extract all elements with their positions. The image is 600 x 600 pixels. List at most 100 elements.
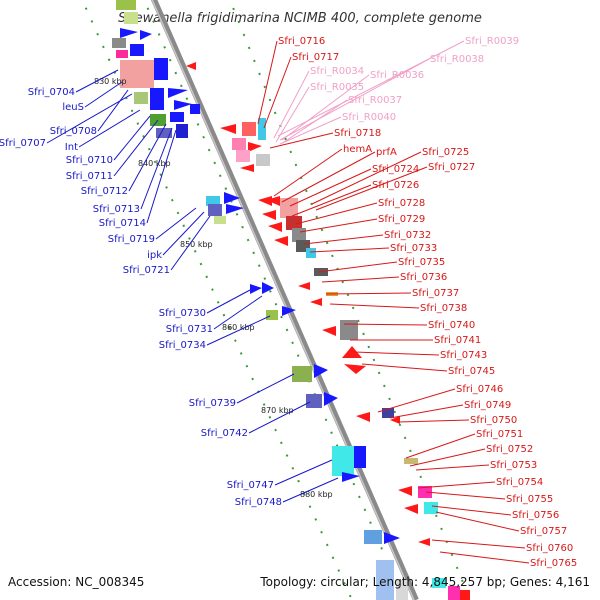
leader-line	[274, 459, 333, 486]
leader-line	[343, 323, 428, 326]
kbp-label: 850 kbp	[180, 240, 213, 249]
gene-label: Sfri_0751	[476, 429, 523, 440]
leader-line	[281, 151, 376, 203]
leader-line	[257, 40, 278, 125]
right-gene-labels: Sfri_0716Sfri_0717Sfri_R0039Sfri_R0038Sf…	[278, 36, 577, 569]
leader-line	[295, 202, 378, 225]
gene-label: Sfri_0754	[496, 477, 543, 488]
gene-label: Sfri_0729	[378, 214, 425, 225]
gene-label: Sfri_0749	[464, 400, 511, 411]
gene-label: Sfri_R0037	[348, 95, 402, 106]
kbp-label: 870 kbp	[261, 406, 294, 415]
leader-line	[291, 184, 372, 217]
leader-line	[248, 401, 311, 434]
gene-label: Sfri_0742	[201, 428, 248, 439]
leader-line	[213, 295, 263, 330]
topology-text: Topology: circular; Length: 4,845,257 bp…	[259, 575, 590, 589]
gene-label: Sfri_0728	[378, 198, 425, 209]
gene-label: Sfri_0738	[420, 303, 467, 314]
gene-label: Sfri_0718	[334, 128, 381, 139]
gene-label: Sfri_0708	[50, 126, 97, 137]
leader-line	[321, 276, 400, 283]
leader-line	[317, 261, 398, 273]
gene-label: Sfri_0760	[526, 543, 573, 554]
gene-label: Sfri_0711	[66, 171, 113, 182]
gene-label: Sfri_0707	[0, 138, 46, 149]
leader-line	[377, 388, 456, 413]
leader-line	[113, 115, 151, 161]
gene-label: Sfri_0739	[189, 398, 236, 409]
kbp-label: 860 kbp	[222, 323, 255, 332]
gene-label: Sfri_0733	[390, 243, 437, 254]
leader-line	[206, 289, 251, 314]
leader-line	[289, 168, 372, 207]
gene-label: Sfri_0727	[428, 162, 475, 173]
gene-label: Sfri_0752	[486, 444, 533, 455]
leader-line	[405, 433, 476, 459]
gene-label: Sfri_0713	[93, 204, 140, 215]
leader-line	[170, 215, 211, 271]
gene-label: leuS	[62, 102, 84, 113]
map-title: Shewanella frigidimarina NCIMB 400, comp…	[118, 11, 482, 26]
leader-line	[315, 166, 428, 211]
gene-label: Sfri_0743	[440, 350, 487, 361]
leader-line	[162, 211, 205, 256]
gene-label: Sfri_0714	[99, 218, 146, 229]
gene-label: Sfri_0710	[66, 155, 113, 166]
leader-line	[329, 303, 420, 309]
kbp-markers: 830 kbp 840 kbp 850 kbp 860 kbp 870 kbp …	[94, 77, 333, 499]
gene-label: Sfri_R0038	[430, 54, 484, 65]
gene-label: Sfri_0712	[81, 186, 128, 197]
leader-line	[409, 448, 486, 467]
gene-label: Sfri_0756	[512, 510, 559, 521]
leader-line	[206, 315, 271, 346]
gene-label: ipk	[147, 250, 162, 261]
leader-line	[236, 373, 295, 404]
gene-label: Sfri_0736	[400, 272, 447, 283]
kbp-label: 830 kbp	[94, 77, 127, 86]
gene-label: Sfri_0741	[434, 335, 481, 346]
leader-line	[415, 464, 490, 471]
leader-line	[417, 481, 496, 489]
leader-line	[303, 234, 384, 245]
leader-line	[311, 151, 422, 205]
leader-line	[281, 74, 370, 141]
leader-lines-right	[257, 40, 530, 564]
kbp-label: 880 kbp	[300, 490, 333, 499]
gene-label: Sfri_0726	[372, 180, 419, 191]
gene-label: Sfri_0716	[278, 36, 325, 47]
gene-label: Sfri_0724	[372, 164, 419, 175]
gene-label: Sfri_0740	[428, 320, 475, 331]
leader-line	[146, 129, 177, 224]
gene-label: Sfri_0737	[412, 288, 459, 299]
leader-line	[325, 292, 412, 295]
leader-line	[275, 86, 310, 143]
leader-line	[279, 116, 342, 145]
gene-label: Sfri_0765	[530, 558, 577, 569]
leader-line	[155, 207, 197, 240]
leader-line	[435, 511, 520, 532]
gene-label: Sfri_0732	[384, 230, 431, 241]
accession-text: Accession: NC_008345	[8, 575, 144, 589]
leader-line	[84, 81, 123, 108]
leader-line	[431, 539, 526, 549]
leader-line	[273, 70, 310, 139]
gene-label: Sfri_0704	[28, 87, 75, 98]
plus-strand-features	[186, 62, 470, 600]
leader-line	[269, 132, 334, 149]
minus-strand-features	[112, 0, 408, 600]
gene-label: Sfri_0734	[159, 340, 206, 351]
leader-line	[353, 351, 440, 356]
leader-line	[113, 119, 159, 177]
gene-label: Sfri_0748	[235, 497, 282, 508]
leader-line	[439, 551, 530, 564]
leader-line	[282, 477, 339, 503]
gene-label: Sfri_R0040	[342, 112, 396, 123]
leader-line	[97, 89, 129, 132]
gene-label: Sfri_0757	[520, 526, 567, 537]
genome-backbone	[150, 0, 419, 600]
leader-line	[279, 58, 430, 141]
gene-label: Sfri_0719	[108, 234, 155, 245]
leader-line	[361, 363, 448, 372]
